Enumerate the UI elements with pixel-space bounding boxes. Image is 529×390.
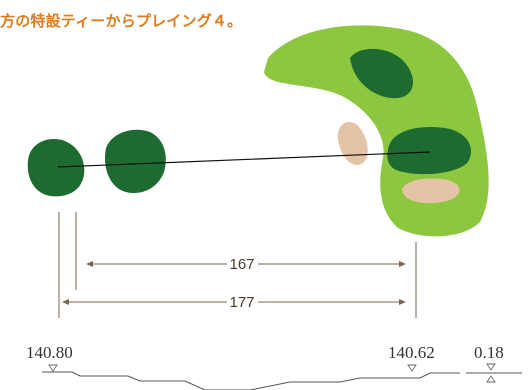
up-down-triangle-icon — [486, 363, 496, 383]
target-green — [387, 126, 472, 175]
tee-elevation-label: 140.80 — [26, 343, 73, 362]
distance-short-label: 167 — [229, 256, 254, 273]
tee-box-1 — [27, 138, 85, 197]
down-triangle-icon — [407, 364, 417, 372]
bunker-front — [402, 178, 460, 204]
distance-long-label: 177 — [229, 294, 254, 311]
hole-description: 方の特設ティーからプレイング４。 — [0, 12, 243, 30]
distance-167-dimension: 167 — [86, 256, 406, 273]
tee-box-2 — [104, 129, 166, 194]
green-elevation-label: 140.62 — [388, 343, 435, 362]
bunker-left — [337, 121, 368, 166]
down-triangle-icon — [48, 364, 58, 372]
elevation-difference-label: 0.18 — [474, 343, 504, 362]
terrain-profile — [42, 371, 460, 390]
back-green — [350, 48, 413, 99]
distance-177-dimension: 177 — [62, 294, 406, 311]
shot-line — [57, 151, 431, 168]
